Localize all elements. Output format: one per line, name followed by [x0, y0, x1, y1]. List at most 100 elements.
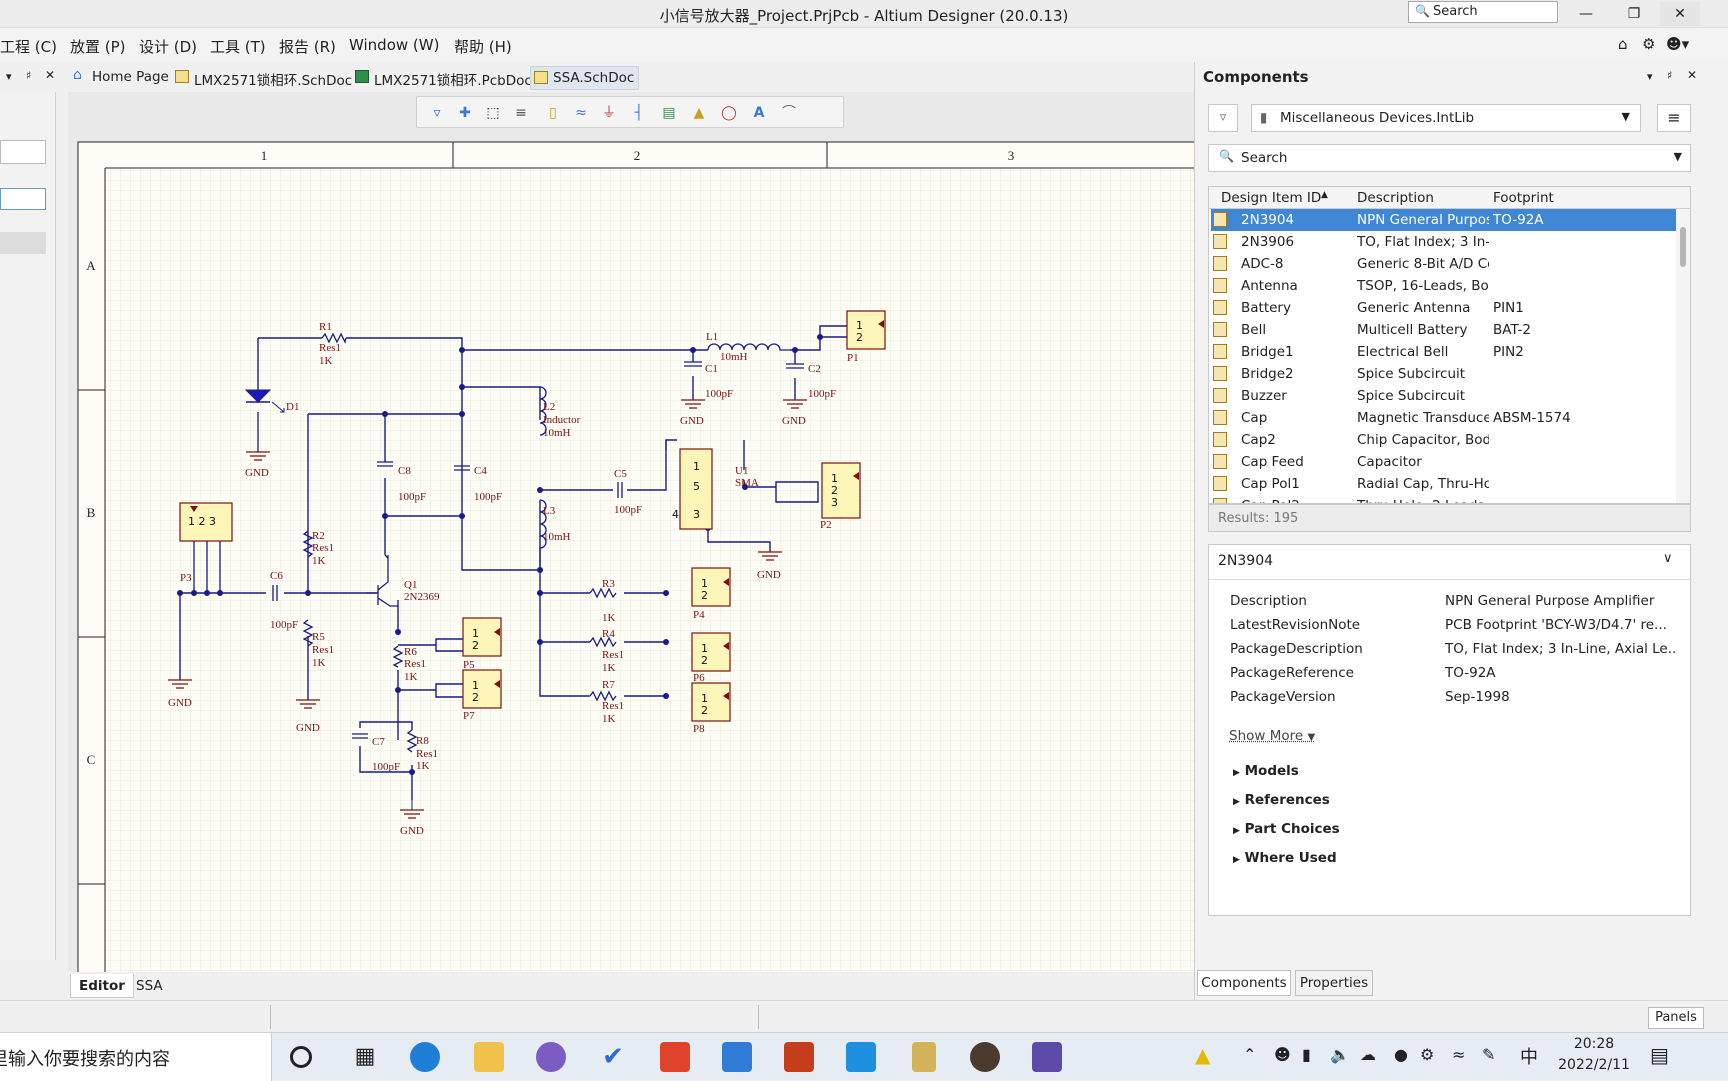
table-row[interactable]: Bridge1Electrical BellPIN2 — [1211, 341, 1677, 363]
tab-properties[interactable]: Properties — [1295, 970, 1373, 996]
bus-icon[interactable]: ┤ — [629, 103, 649, 123]
show-more-link[interactable]: Show More ▼ — [1229, 728, 1315, 744]
power-port-icon[interactable]: ⏚ — [599, 103, 619, 123]
pin-icon[interactable]: ♯ — [26, 69, 31, 82]
clock-date[interactable]: 2022/2/11 — [1554, 1057, 1634, 1073]
notification-app-icon[interactable]: ▲ — [1195, 1043, 1210, 1067]
cortana-icon[interactable] — [290, 1046, 312, 1068]
pen-icon[interactable]: ✎ — [1482, 1045, 1495, 1064]
table-row[interactable]: AntennaTSOP, 16-Leads, Bod... — [1211, 275, 1677, 297]
table-row[interactable]: Cap2Chip Capacitor, Body... — [1211, 429, 1677, 451]
cloud-icon[interactable]: ☁ — [1360, 1045, 1376, 1064]
photos-icon[interactable] — [846, 1042, 876, 1072]
panel-menu-icon[interactable]: ▾ — [1647, 70, 1653, 83]
taskbar-search-input[interactable]: 在这里输入你要搜索的内容 — [0, 1033, 272, 1081]
wifi-icon[interactable]: ≈ — [1452, 1045, 1465, 1064]
table-row[interactable]: Bridge2Spice Subcircuit — [1211, 363, 1677, 385]
select-rect-icon[interactable]: ⬚ — [483, 103, 503, 123]
table-row[interactable]: BatteryGeneric AntennaPIN1 — [1211, 297, 1677, 319]
chevron-up-icon[interactable]: ⌃ — [1243, 1045, 1256, 1064]
harness-icon[interactable]: ▤ — [659, 103, 679, 123]
qq-icon[interactable]: ☻ — [1274, 1045, 1291, 1064]
todo-icon[interactable]: ✔ — [598, 1042, 628, 1072]
volume-icon[interactable]: 🔈 — [1330, 1045, 1350, 1064]
components-grid[interactable]: Design Item ID ▲ Description Footprint 2… — [1208, 186, 1691, 504]
home-icon[interactable]: ⌂ — [1618, 35, 1628, 53]
tab-editor[interactable]: Editor — [70, 974, 134, 998]
close-panel-icon[interactable]: ✕ — [45, 68, 55, 82]
notification-center-icon[interactable]: ▤ — [1650, 1043, 1669, 1067]
close-button[interactable]: ✕ — [1660, 2, 1700, 26]
task-view-icon[interactable]: ▦ — [350, 1042, 380, 1072]
project-tree-item[interactable] — [0, 232, 46, 254]
menu-place[interactable]: 放置 (P) — [70, 36, 126, 57]
arc-icon[interactable]: ⌒ — [779, 103, 799, 123]
altium-icon[interactable] — [912, 1042, 936, 1072]
move-icon[interactable]: ✚ — [455, 103, 475, 123]
menu-reports[interactable]: 报告 (R) — [279, 36, 336, 57]
place-part-icon[interactable]: ▯ — [543, 103, 563, 123]
directive-icon[interactable]: ◯ — [719, 103, 739, 123]
schematic-sheet[interactable]: 1 2 3 A B C — [68, 92, 1194, 972]
tab-components[interactable]: Components — [1197, 970, 1291, 996]
menu-project[interactable]: 工程 (C) — [0, 36, 57, 57]
file-explorer-icon[interactable] — [474, 1042, 504, 1072]
user-icon[interactable]: ☻▾ — [1666, 35, 1689, 53]
table-row[interactable]: CapMagnetic Transducer...ABSM-1574 — [1211, 407, 1677, 429]
microphone-icon[interactable]: ● — [1394, 1045, 1408, 1064]
column-design-item-id[interactable]: Design Item ID — [1221, 190, 1321, 206]
close-panel-icon[interactable]: ✕ — [1687, 68, 1697, 82]
panels-button[interactable]: Panels — [1648, 1007, 1704, 1029]
table-row[interactable]: BuzzerSpice Subcircuit — [1211, 385, 1677, 407]
battery-icon[interactable]: ▮ — [1302, 1045, 1311, 1064]
text-icon[interactable]: A — [749, 103, 769, 123]
tab-ssa[interactable]: SSA — [128, 974, 171, 998]
collapse-icon[interactable]: ∨ — [1663, 551, 1673, 566]
minimize-button[interactable]: — — [1566, 2, 1606, 26]
tab-lmx2571-schdoc[interactable]: LMX2571锁相环.SchDoc — [172, 66, 356, 90]
section-where-used[interactable]: ▶ Where Used — [1233, 850, 1337, 866]
scrollbar-thumb[interactable] — [1680, 227, 1686, 267]
table-row[interactable]: 2N3906TO, Flat Index; 3 In-Li... — [1211, 231, 1677, 253]
table-row[interactable]: Cap Pol1Radial Cap, Thru-Hol... — [1211, 473, 1677, 495]
panel-options-button[interactable]: ≡ — [1657, 104, 1691, 132]
tab-lmx2571-pcbdoc[interactable]: LMX2571锁相环.PcbDoc — [352, 66, 536, 90]
tab-home-page[interactable]: ⌂ Home Page — [70, 66, 173, 90]
app-icon[interactable] — [1032, 1042, 1062, 1072]
table-row[interactable]: 2N3904NPN General Purpos...TO-92A — [1211, 209, 1677, 231]
office-icon[interactable] — [660, 1042, 690, 1072]
library-select[interactable]: ▮ Miscellaneous Devices.IntLib ▼ — [1251, 104, 1641, 132]
clock-time[interactable]: 20:28 — [1554, 1036, 1634, 1052]
wire-icon[interactable]: ≈ — [571, 103, 591, 123]
table-row[interactable]: BellMulticell BatteryBAT-2 — [1211, 319, 1677, 341]
avatar[interactable] — [970, 1042, 1000, 1072]
table-row[interactable]: Cap Pol2Thru-Hole; 2 Leads... — [1211, 495, 1677, 504]
system-icon[interactable]: ⚙ — [1420, 1045, 1434, 1064]
powerpoint-icon[interactable] — [784, 1042, 814, 1072]
filter-icon[interactable]: ▿ — [427, 103, 447, 123]
table-row[interactable]: ADC-8Generic 8-Bit A/D Co... — [1211, 253, 1677, 275]
port-icon[interactable]: ▲ — [689, 103, 709, 123]
column-footprint[interactable]: Footprint — [1493, 190, 1554, 206]
media-player-icon[interactable] — [536, 1042, 566, 1072]
tab-ssa-schdoc[interactable]: SSA.SchDoc — [530, 66, 639, 90]
edge-icon[interactable] — [410, 1042, 440, 1072]
ime-indicator[interactable]: 中 — [1520, 1043, 1538, 1069]
align-icon[interactable]: ≡ — [511, 103, 531, 123]
component-search-input[interactable]: 🔍 Search ▼ — [1208, 144, 1691, 172]
pin-icon[interactable]: ♯ — [1667, 69, 1672, 82]
menu-window[interactable]: Window (W) — [349, 36, 439, 54]
schematic-editor[interactable]: 1 2 3 A B C — [68, 92, 1194, 972]
menu-help[interactable]: 帮助 (H) — [454, 36, 512, 57]
projects-search-input[interactable] — [0, 140, 46, 164]
menu-design[interactable]: 设计 (D) — [139, 36, 197, 57]
table-row[interactable]: Cap FeedCapacitor — [1211, 451, 1677, 473]
projects-filter-input[interactable] — [0, 188, 46, 210]
restore-button[interactable]: ❐ — [1614, 2, 1654, 26]
gear-icon[interactable]: ⚙ — [1642, 35, 1655, 53]
filter-icon[interactable]: ▿ — [1208, 104, 1238, 132]
calendar-icon[interactable] — [722, 1042, 752, 1072]
grid-scrollbar[interactable] — [1676, 209, 1690, 504]
global-search-input[interactable]: 🔍 Search — [1408, 1, 1558, 23]
section-references[interactable]: ▶ References — [1233, 792, 1330, 808]
